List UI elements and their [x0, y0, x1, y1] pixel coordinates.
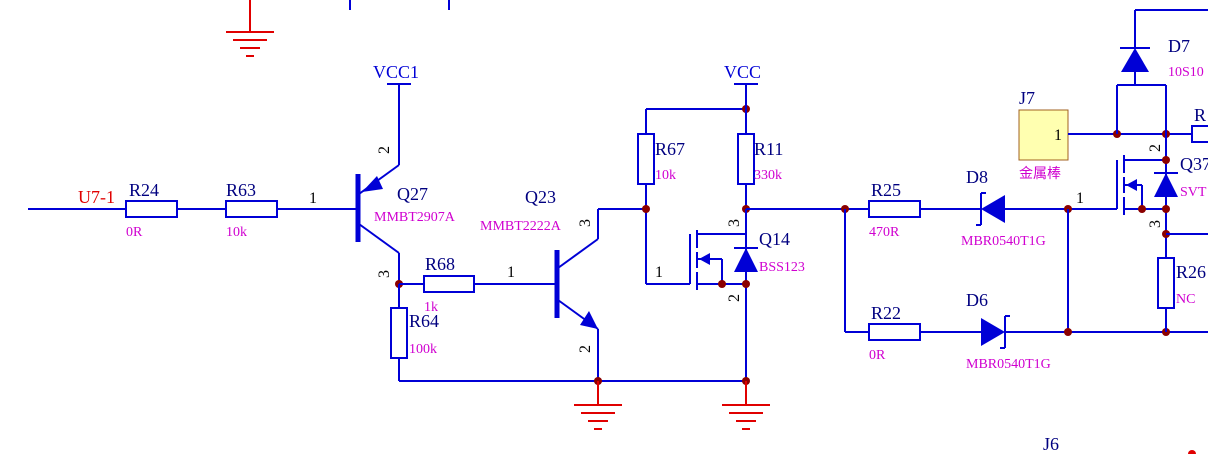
r25-value: 470R	[869, 225, 900, 240]
q23-value: MMBT2222A	[480, 219, 562, 234]
q37-value: SVT	[1180, 185, 1207, 200]
ground-q23	[574, 381, 622, 430]
r68-ref: R68	[425, 254, 455, 274]
q27-pin2: 2	[376, 146, 393, 154]
d7-ref: D7	[1168, 36, 1190, 56]
r11-value: 330k	[754, 168, 782, 183]
junction-q23-collector	[642, 205, 650, 213]
r64-value: 100k	[409, 342, 437, 357]
d6-value: MBR0540T1G	[966, 357, 1051, 372]
r26-ref: R26	[1176, 262, 1206, 282]
q37-ref: Q37	[1180, 154, 1208, 174]
r68-value: 1k	[424, 300, 438, 315]
j7-ref: J7	[1019, 88, 1035, 108]
diode-d8: D8 MBR0540T1G	[961, 167, 1117, 249]
q27-value: MMBT2907A	[374, 210, 456, 225]
q14-ref: Q14	[759, 229, 790, 249]
vcc1-power-port: VCC1	[373, 62, 419, 85]
q37-pin2: 2	[1147, 144, 1164, 152]
r24-value: 0R	[126, 225, 143, 240]
d8-ref: D8	[966, 167, 988, 187]
q14-pin3: 3	[726, 219, 743, 227]
r22-value: 0R	[869, 348, 886, 363]
r63-ref: R63	[226, 180, 256, 200]
resistor-r64: R64 100k	[390, 307, 439, 359]
transistor-q23: Q23 MMBT2222A 3 2	[480, 187, 646, 381]
resistor-r24: R24 0R	[125, 180, 178, 240]
d8-value: MBR0540T1G	[961, 234, 1046, 249]
transistor-q27: 2 3 Q27 MMBT2907A	[355, 84, 456, 284]
resistor-r26: R26 NC	[1157, 257, 1206, 332]
r11-ref: R11	[754, 139, 783, 159]
r-partial-ref: R	[1194, 105, 1206, 125]
r22-ref: R22	[871, 303, 901, 323]
top-ground-fragment	[226, 0, 450, 57]
q23-pin3: 3	[577, 219, 594, 227]
r24-ref: R24	[129, 180, 159, 200]
diode-d6: D6 MBR0540T1G	[966, 290, 1208, 372]
j6-ref: J6	[1043, 434, 1059, 454]
q27-pin1: 1	[309, 190, 317, 207]
resistor-r25: R25 470R	[868, 180, 921, 240]
q14-value: BSS123	[759, 260, 805, 275]
resistor-r22: R22 0R	[868, 303, 921, 363]
resistor-r68: R68 1k	[423, 254, 475, 315]
r63-value: 10k	[226, 225, 247, 240]
net-label-u7: U7-1	[78, 187, 115, 207]
r64-ref: R64	[409, 311, 439, 331]
d7-value: 10S10	[1168, 65, 1204, 80]
j7-pin: 1	[1054, 127, 1062, 144]
q14-pin2: 2	[726, 294, 743, 302]
q27-pin3: 3	[376, 270, 393, 278]
r67-value: 10k	[655, 168, 676, 183]
vcc-power-port: VCC	[724, 62, 761, 109]
q37-pin1: 1	[1076, 190, 1084, 207]
q14-pin1: 1	[655, 264, 663, 281]
q37-pin3: 3	[1147, 220, 1164, 228]
r25-ref: R25	[871, 180, 901, 200]
ground-q14	[722, 381, 770, 430]
j6-marker	[1188, 450, 1196, 454]
q27-ref: Q27	[397, 184, 428, 204]
transistor-q14: Q14 BSS123 3 2	[689, 209, 805, 381]
j7-value: 金属棒	[1019, 165, 1061, 181]
resistor-r63: R63 10k	[225, 180, 278, 240]
transistor-q37: Q37 SVT 2 3	[1116, 134, 1208, 258]
resistor-r-partial: R	[1191, 105, 1208, 143]
resistor-r67: R67 10k	[637, 133, 685, 185]
q23-ref: Q23	[525, 187, 556, 207]
d6-ref: D6	[966, 290, 988, 310]
q23-pin1: 1	[507, 264, 515, 281]
q23-pin2: 2	[577, 345, 594, 353]
vcc-label: VCC	[724, 62, 761, 82]
r67-ref: R67	[655, 139, 685, 159]
diode-d7: D7 10S10	[1116, 9, 1208, 134]
junction-d6-cathode	[1064, 328, 1072, 336]
r26-value: NC	[1176, 292, 1195, 307]
vcc1-label: VCC1	[373, 62, 419, 82]
connector-j7: J7 1 金属棒	[1018, 88, 1192, 181]
resistor-r11: R11 330k	[737, 133, 783, 185]
